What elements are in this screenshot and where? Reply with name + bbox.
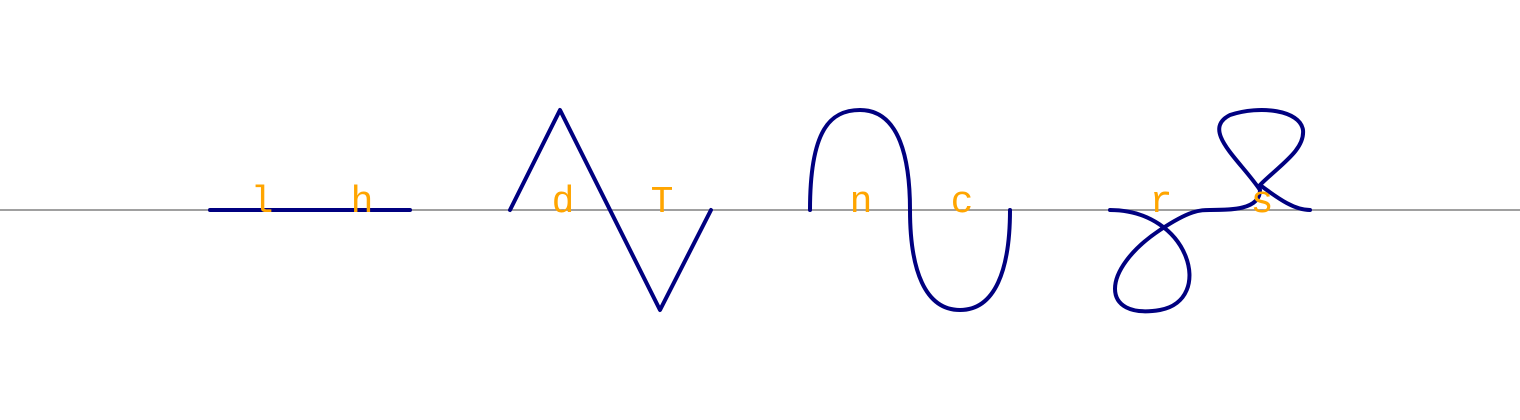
glyph-l: l	[251, 181, 274, 224]
glyph-T: T	[651, 181, 674, 224]
glyph-d: d	[552, 181, 575, 224]
glyph-s: s	[1251, 181, 1274, 224]
curve-wave	[808, 108, 1012, 312]
curve-zigzag	[508, 108, 713, 312]
glyph-c: c	[951, 181, 974, 224]
curve-loops	[1108, 108, 1312, 314]
glyph-n: n	[850, 181, 873, 224]
glyph-h: h	[351, 181, 374, 224]
glyph-r: r	[1150, 181, 1173, 224]
